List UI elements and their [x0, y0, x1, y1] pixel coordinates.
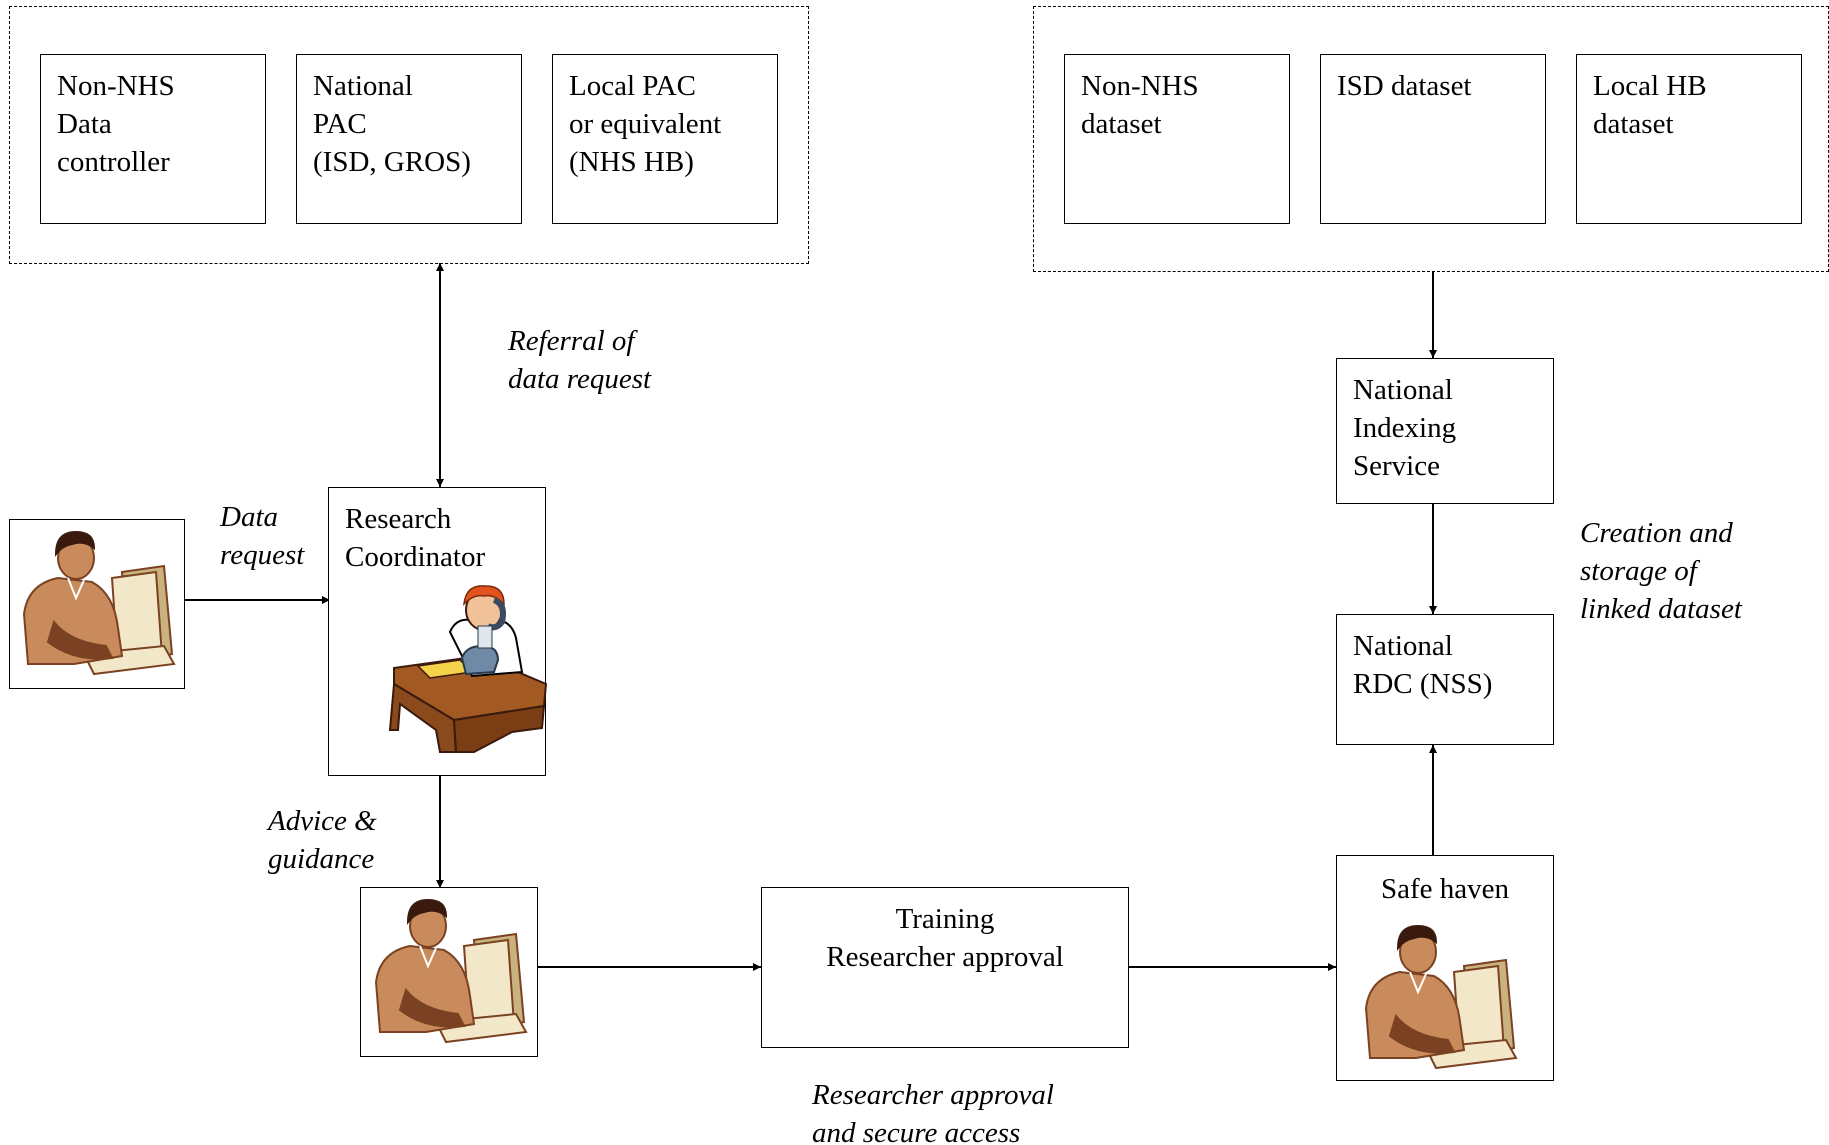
node-national-pac[interactable]: National PAC (ISD, GROS) [296, 54, 522, 224]
hair [54, 530, 96, 558]
label-referral: Referral of data request [508, 325, 652, 395]
label-advice: Advice & guidance [268, 805, 377, 875]
node-non-nhs-dataset[interactable]: Non-NHS dataset [1064, 54, 1290, 224]
desk-side [452, 704, 546, 753]
hair [406, 898, 448, 926]
node-safe-haven[interactable]: Safe haven [1336, 855, 1554, 1081]
arm [1388, 1013, 1456, 1054]
node-isd-dataset[interactable]: ISD dataset [1320, 54, 1546, 224]
collar [419, 945, 437, 969]
researcher-clipart-top [22, 530, 176, 676]
researcher-clipart-bottom [374, 898, 528, 1044]
label-data-request: Data request [220, 501, 305, 571]
collar [67, 577, 85, 601]
arm [46, 619, 114, 660]
left-group-frame [9, 6, 809, 264]
arm [398, 987, 466, 1028]
phone-keypad [477, 625, 493, 649]
coordinator-phone-clipart [388, 585, 548, 753]
hair [1396, 924, 1438, 952]
researcher-clipart-safe-haven [1364, 924, 1518, 1070]
phone-base [460, 644, 500, 676]
node-local-pac[interactable]: Local PAC or equivalent (NHS HB) [552, 54, 778, 224]
node-non-nhs-data-controller[interactable]: Non-NHS Data controller [40, 54, 266, 224]
collar [1409, 971, 1427, 995]
orange-hair [463, 585, 505, 607]
label-creation: Creation and storage of linked dataset [1580, 517, 1742, 625]
node-national-rdc[interactable]: National RDC (NSS) [1336, 614, 1554, 745]
label-researcher-access: Researcher approval and secure access [812, 1079, 1054, 1145]
node-national-indexing-service[interactable]: National Indexing Service [1336, 358, 1554, 504]
node-local-hb-dataset[interactable]: Local HB dataset [1576, 54, 1802, 224]
node-training-researcher-approval[interactable]: Training Researcher approval [761, 887, 1129, 1048]
